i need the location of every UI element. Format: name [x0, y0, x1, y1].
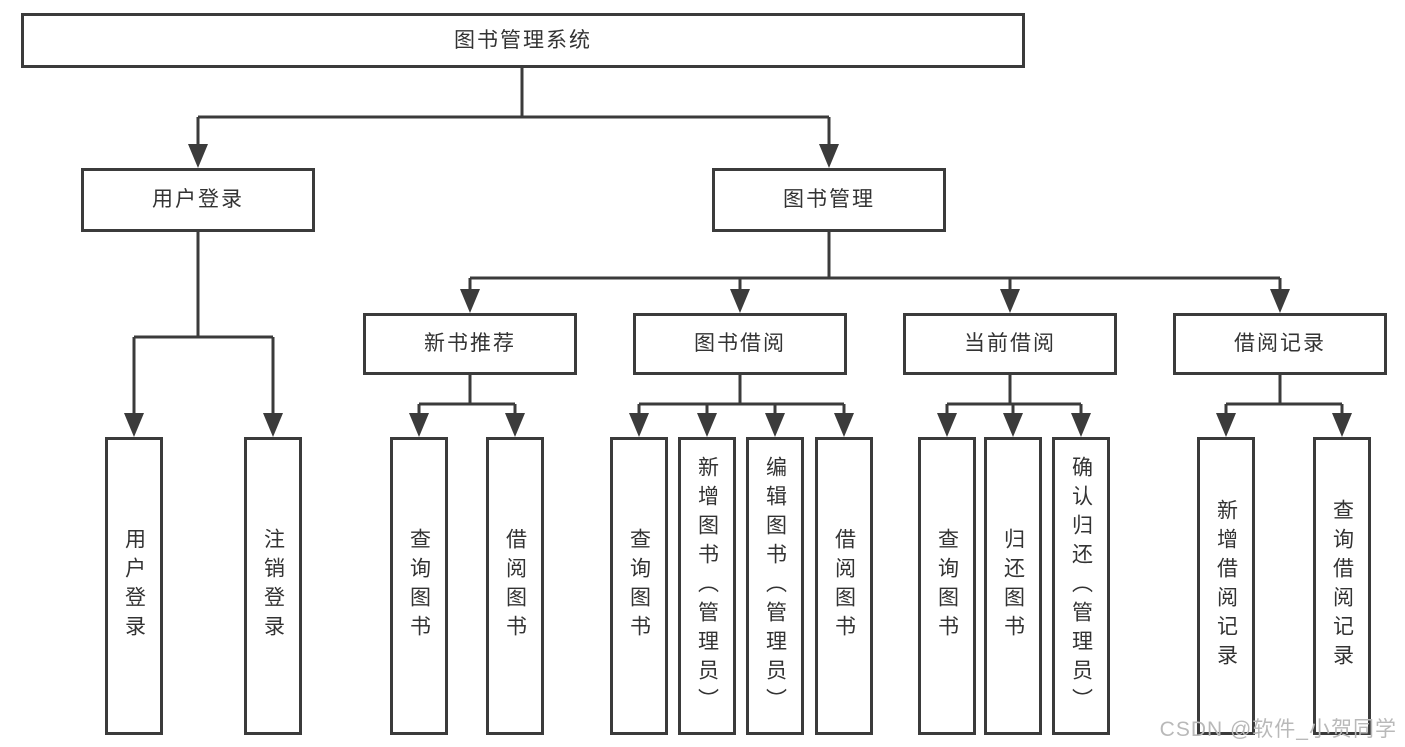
node-label: 图书管理系统: [454, 28, 592, 52]
node-label: 新增借阅记录: [1214, 499, 1238, 673]
leaf-current-confirm-return-admin: 确认归还（管理员）: [1052, 437, 1110, 735]
leaf-current-return-books: 归还图书: [984, 437, 1042, 735]
leaf-user-login: 用户登录: [105, 437, 163, 735]
connector-root-to-level2: [188, 68, 839, 168]
node-label: 查询借阅记录: [1330, 499, 1354, 673]
leaf-records-add-record: 新增借阅记录: [1197, 437, 1255, 735]
node-user-login: 用户登录: [81, 168, 315, 232]
node-label: 用户登录: [152, 188, 244, 212]
leaf-logout: 注销登录: [244, 437, 302, 735]
connector-book-management-children: [460, 232, 1290, 313]
connector-user-login-children: [124, 232, 283, 437]
node-label: 确认归还（管理员）: [1069, 455, 1093, 717]
connector-borrowing-records-children: [1216, 375, 1352, 437]
node-borrowing-records: 借阅记录: [1173, 313, 1387, 375]
leaf-recommend-borrow-books: 借阅图书: [486, 437, 544, 735]
leaf-current-query-books: 查询图书: [918, 437, 976, 735]
node-current-borrowing: 当前借阅: [903, 313, 1117, 375]
node-new-book-recommend: 新书推荐: [363, 313, 577, 375]
node-label: 当前借阅: [964, 332, 1056, 356]
leaf-recommend-query-books: 查询图书: [390, 437, 448, 735]
node-label: 编辑图书（管理员）: [763, 455, 787, 717]
connector-current-borrowing-children: [937, 375, 1091, 437]
leaf-records-query-record: 查询借阅记录: [1313, 437, 1371, 735]
leaf-borrow-borrow-books: 借阅图书: [815, 437, 873, 735]
node-label: 借阅图书: [832, 528, 856, 644]
node-label: 归还图书: [1001, 528, 1025, 644]
leaf-borrow-add-books-admin: 新增图书（管理员）: [678, 437, 736, 735]
node-label: 查询图书: [407, 528, 431, 644]
node-label: 查询图书: [935, 528, 959, 644]
leaf-borrow-query-books: 查询图书: [610, 437, 668, 735]
node-label: 借阅记录: [1234, 332, 1326, 356]
node-label: 注销登录: [261, 528, 285, 644]
connector-book-borrowing-children: [629, 375, 854, 437]
node-label: 图书管理: [783, 188, 875, 212]
leaf-borrow-edit-books-admin: 编辑图书（管理员）: [746, 437, 804, 735]
node-label: 借阅图书: [503, 528, 527, 644]
node-label: 用户登录: [122, 528, 146, 644]
node-label: 新书推荐: [424, 332, 516, 356]
node-label: 查询图书: [627, 528, 651, 644]
node-label: 图书借阅: [694, 332, 786, 356]
node-book-borrowing: 图书借阅: [633, 313, 847, 375]
watermark: CSDN @软件_小贺同学: [1159, 718, 1397, 741]
node-label: 新增图书（管理员）: [695, 455, 719, 717]
node-root: 图书管理系统: [21, 13, 1025, 68]
connector-new-book-recommend-children: [409, 375, 525, 437]
node-book-management: 图书管理: [712, 168, 946, 232]
